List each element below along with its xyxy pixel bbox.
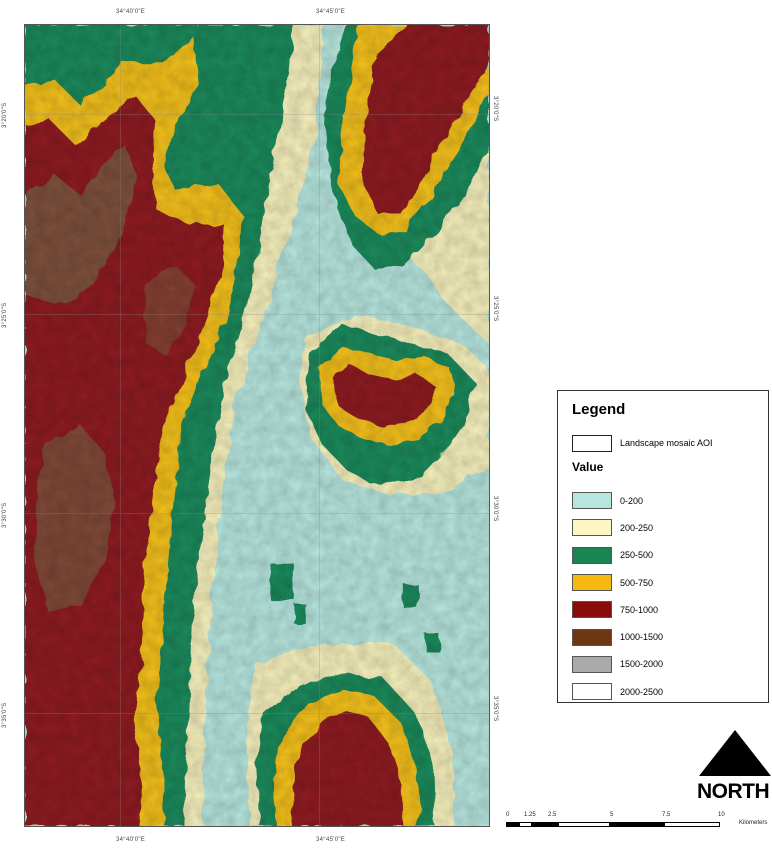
grid-label-left-4: 3°35'0"S	[2, 702, 8, 728]
scale-unit: Kilometers	[739, 820, 768, 826]
legend-swatch	[572, 683, 612, 701]
graticule	[25, 25, 489, 826]
legend-class-row: 750-1000	[572, 596, 663, 623]
grid-label-right-4: 3°35'0"S	[492, 696, 498, 722]
legend-swatch	[572, 519, 612, 537]
legend-aoi-swatch	[572, 434, 612, 452]
legend-class-label: 250-500	[620, 550, 654, 561]
scale-segment	[532, 822, 558, 827]
legend-title: Legend	[572, 401, 626, 418]
legend-class-label: 200-250	[620, 522, 654, 533]
legend-class-row: 1000-1500	[572, 623, 663, 650]
elevation-map[interactable]	[24, 24, 490, 827]
scale-segment	[664, 822, 720, 827]
scale-tick-label: 0	[506, 812, 510, 818]
grid-label-right-1: 3°20'0"S	[492, 96, 498, 122]
legend-swatch	[572, 628, 612, 646]
legend-class-list: 0-200 200-250 250-500 500-750 750-1000 1…	[572, 487, 663, 705]
legend-class-row: 2000-2500	[572, 678, 663, 705]
grid-label-left-2: 3°25'0"S	[2, 302, 8, 328]
legend-class-row: 200-250	[572, 514, 663, 541]
scale-segment	[519, 822, 532, 827]
scale-bar: 0 1.25 2.5 5 7.5 10 Kilometers	[506, 812, 768, 834]
legend-class-label: 500-750	[620, 577, 654, 588]
legend-swatch	[572, 601, 612, 619]
legend-class-label: 750-1000	[620, 604, 659, 615]
legend-class-row: 250-500	[572, 542, 663, 569]
legend-swatch	[572, 492, 612, 510]
legend-swatch	[572, 546, 612, 564]
north-arrow-icon	[699, 730, 771, 776]
scale-tick-label: 7.5	[662, 812, 671, 818]
scale-tick-label: 5	[610, 812, 614, 818]
grid-label-bottom-2: 34°45'0"E	[316, 837, 346, 843]
legend-class-row: 500-750	[572, 569, 663, 596]
grid-label-left-3: 3°30'0"S	[2, 502, 8, 528]
scale-segment	[558, 822, 610, 827]
grid-label-right-3: 3°30'0"S	[492, 496, 498, 522]
map-legend: Legend Landscape mosaic AOI Value 0-200 …	[557, 390, 769, 703]
legend-class-label: 0-200	[620, 495, 644, 506]
north-arrow: NORTH	[697, 730, 772, 808]
elevation-map-svg	[25, 25, 489, 826]
legend-class-label: 2000-2500	[620, 686, 664, 697]
scale-tick-label: 1.25	[524, 812, 536, 818]
scale-segment	[610, 822, 664, 827]
grid-label-bottom-1: 34°40'0"E	[116, 837, 146, 843]
legend-aoi-row: Landscape mosaic AOI	[572, 434, 713, 452]
legend-swatch	[572, 655, 612, 673]
legend-class-label: 1500-2000	[620, 659, 664, 670]
grid-label-left-1: 3°20'0"S	[2, 102, 8, 128]
legend-aoi-label: Landscape mosaic AOI	[620, 438, 713, 448]
legend-class-row: 0-200	[572, 487, 663, 514]
scale-segment	[506, 822, 519, 827]
legend-class-row: 1500-2000	[572, 651, 663, 678]
hillshade-overlay	[25, 25, 489, 826]
grid-label-right-2: 3°25'0"S	[492, 296, 498, 322]
grid-label-top-1: 34°40'0"E	[116, 9, 146, 15]
north-label: NORTH	[697, 780, 770, 803]
legend-swatch	[572, 574, 612, 592]
grid-label-top-2: 34°45'0"E	[316, 9, 346, 15]
legend-value-title: Value	[572, 460, 604, 474]
scale-tick-label: 2.5	[548, 812, 557, 818]
legend-class-label: 1000-1500	[620, 632, 664, 643]
scale-tick-label: 10	[718, 812, 725, 818]
